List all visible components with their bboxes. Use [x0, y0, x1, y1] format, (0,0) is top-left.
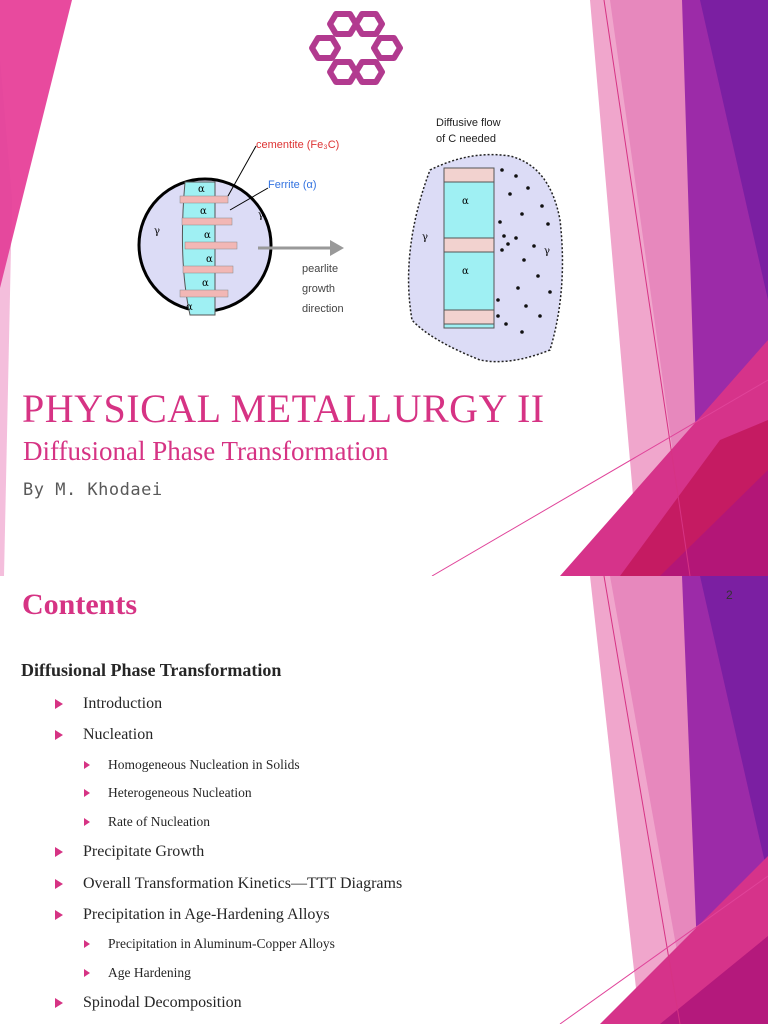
list-item: Precipitation in Aluminum-Copper Alloys — [84, 936, 335, 952]
list-item-label: Overall Transformation Kinetics—TTT Diag… — [83, 875, 403, 892]
background-decoration — [0, 0, 768, 576]
list-item: Precipitate Growth — [55, 843, 204, 861]
list-item: Homogeneous Nucleation in Solids — [84, 757, 300, 773]
growth-label-line2: growth — [302, 283, 335, 295]
growth-label-line3: direction — [302, 303, 344, 315]
growth-label-line1: pearlite — [302, 263, 338, 275]
list-item: Overall Transformation Kinetics—TTT Diag… — [55, 875, 402, 893]
gamma-label: γ — [544, 246, 550, 257]
list-item-label: Rate of Nucleation — [108, 814, 210, 829]
alpha-label: α — [462, 196, 469, 207]
author-line: By M. Khodaei — [23, 480, 163, 500]
list-item: Age Hardening — [84, 965, 191, 981]
triangle-bullet-icon — [84, 789, 90, 797]
list-item-label: Introduction — [83, 695, 163, 712]
triangle-bullet-icon — [55, 879, 63, 889]
list-item-label: Homogeneous Nucleation in Solids — [108, 757, 300, 772]
contents-slide: Contents 2 Diffusional Phase Transformat… — [0, 576, 768, 1024]
triangle-bullet-icon — [55, 847, 63, 857]
presentation-title: PHYSICAL METALLURGY II — [22, 386, 545, 431]
triangle-bullet-icon — [55, 730, 63, 740]
gamma-label: γ — [258, 210, 264, 221]
triangle-bullet-icon — [55, 910, 63, 920]
triangle-bullet-icon — [55, 699, 63, 709]
alpha-label: α — [186, 302, 193, 313]
university-logo-icon — [309, 11, 403, 85]
list-item-label: Precipitation in Age-Hardening Alloys — [83, 906, 330, 923]
gamma-label: γ — [422, 232, 428, 243]
list-item-label: Spinodal Decomposition — [83, 994, 242, 1011]
presentation-subtitle: Diffusional Phase Transformation — [23, 436, 389, 466]
list-item-label: Age Hardening — [108, 965, 191, 980]
background-decoration — [559, 576, 768, 1024]
cementite-label: cementite (Fe₃C) — [256, 139, 339, 151]
list-item: Rate of Nucleation — [84, 814, 210, 830]
list-item-label: Nucleation — [83, 726, 154, 743]
diffusive-label-line2: of C needed — [436, 133, 496, 145]
triangle-bullet-icon — [84, 818, 90, 826]
list-item: Nucleation — [55, 726, 153, 744]
alpha-label: α — [200, 206, 207, 217]
list-item: Heterogeneous Nucleation — [84, 785, 252, 801]
gamma-label: γ — [154, 226, 160, 237]
alpha-label: α — [206, 254, 213, 265]
list-item: Precipitation in Age-Hardening Alloys — [55, 906, 330, 924]
contents-title: Contents — [22, 588, 138, 621]
alpha-label: α — [204, 230, 211, 241]
alpha-label: α — [462, 266, 469, 277]
pearlite-growth-figure: α α α α α α γ γ cementite (Fe₃C) Ferrite… — [137, 117, 564, 363]
list-item-label: Heterogeneous Nucleation — [108, 785, 252, 800]
diffusive-label-line1: Diffusive flow — [436, 117, 501, 129]
alpha-label: α — [202, 278, 209, 289]
list-item: Introduction — [55, 695, 162, 713]
list-item-label: Precipitation in Aluminum-Copper Alloys — [108, 936, 335, 951]
list-item: Spinodal Decomposition — [55, 994, 242, 1012]
triangle-bullet-icon — [84, 761, 90, 769]
title-slide: α α α α α α γ γ cementite (Fe₃C) Ferrite… — [0, 0, 768, 576]
list-item-label: Precipitate Growth — [83, 843, 205, 860]
triangle-bullet-icon — [84, 969, 90, 977]
page-number: 2 — [726, 588, 733, 602]
triangle-bullet-icon — [55, 998, 63, 1008]
ferrite-label: Ferrite (α) — [268, 179, 317, 191]
alpha-label: α — [198, 184, 205, 195]
triangle-bullet-icon — [84, 940, 90, 948]
section-heading: Diffusional Phase Transformation — [21, 660, 282, 680]
